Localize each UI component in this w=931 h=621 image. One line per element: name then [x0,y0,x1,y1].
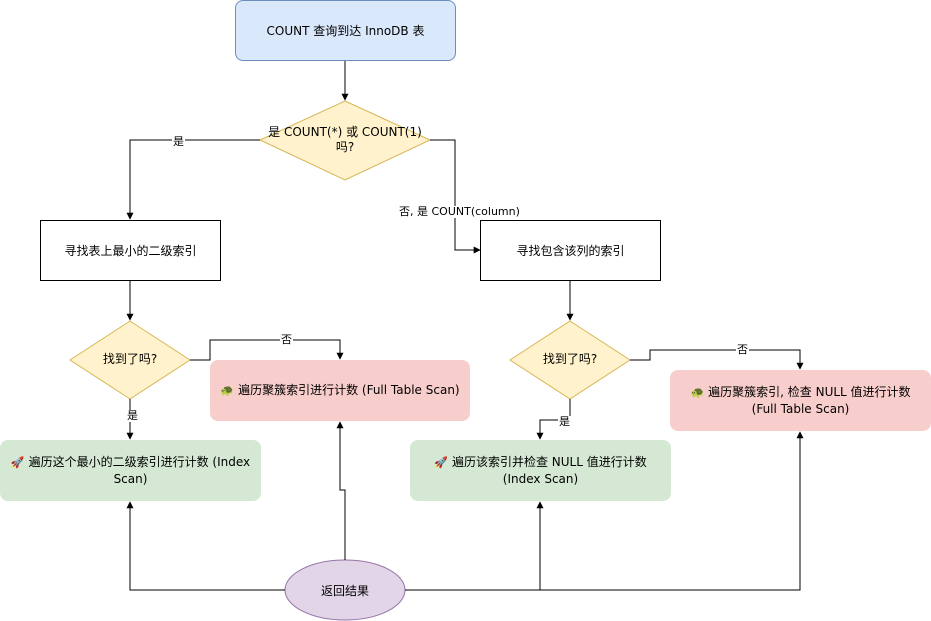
edge-label-yes-right: 是 [558,415,571,428]
edge-label-no-left: 否 [280,333,293,346]
full-scan-left-node: 🐢遍历聚簇索引进行计数 (Full Table Scan) [210,360,470,421]
full-scan-right-label: 遍历聚簇索引, 检查 NULL 值进行计数 (Full Table Scan) [708,385,911,416]
edge-found-right-yes [536,399,571,440]
start-node: COUNT 查询到达 InnoDB 表 [235,0,456,61]
turtle-icon: 🐢 [690,386,705,399]
edge-decision-yes [126,139,260,220]
find-column-index-label: 寻找包含该列的索引 [516,243,625,258]
edge-found-right-no [630,349,804,370]
find-smallest-index-label: 寻找表上最小的二级索引 [64,243,197,258]
index-scan-right-node: 🚀遍历该索引并检查 NULL 值进行计数 (Index Scan) [410,440,671,501]
edge-result-to-full-left [336,421,346,560]
edge-label-no-right: 否 [736,343,749,356]
find-column-index-node: 寻找包含该列的索引 [480,220,661,281]
edge-result-to-index-left [126,501,285,591]
decision-found-right-shape [509,320,631,400]
index-scan-left-node: 🚀遍历这个最小的二级索引进行计数 (Index Scan) [0,440,261,501]
index-scan-right-label: 遍历该索引并检查 NULL 值进行计数 (Index Scan) [451,455,647,486]
find-smallest-index-node: 寻找表上最小的二级索引 [40,220,221,281]
decision-count-type-shape [258,100,432,181]
start-node-label: COUNT 查询到达 InnoDB 表 [266,23,425,38]
full-scan-left-label: 遍历聚簇索引进行计数 (Full Table Scan) [238,383,460,397]
edge-result-to-index-right [405,501,544,591]
edge-label-yes-top: 是 [172,135,185,148]
index-scan-left-label: 遍历这个最小的二级索引进行计数 (Index Scan) [28,455,251,486]
result-node: 返回结果 [285,560,405,620]
turtle-icon: 🐢 [220,384,235,397]
rocket-icon: 🚀 [10,456,25,469]
edge-decision-no [430,139,481,254]
full-scan-right-node: 🐢遍历聚簇索引, 检查 NULL 值进行计数 (Full Table Scan) [670,370,931,431]
rocket-icon: 🚀 [434,456,448,469]
edge-found-left-no [190,339,344,361]
edge-result-to-full-right [405,431,804,591]
edge-label-yes-left: 是 [126,409,139,422]
result-label: 返回结果 [320,583,369,598]
edge-label-no-top: 否, 是 COUNT(column) [398,205,521,218]
decision-found-left-shape [69,320,191,400]
